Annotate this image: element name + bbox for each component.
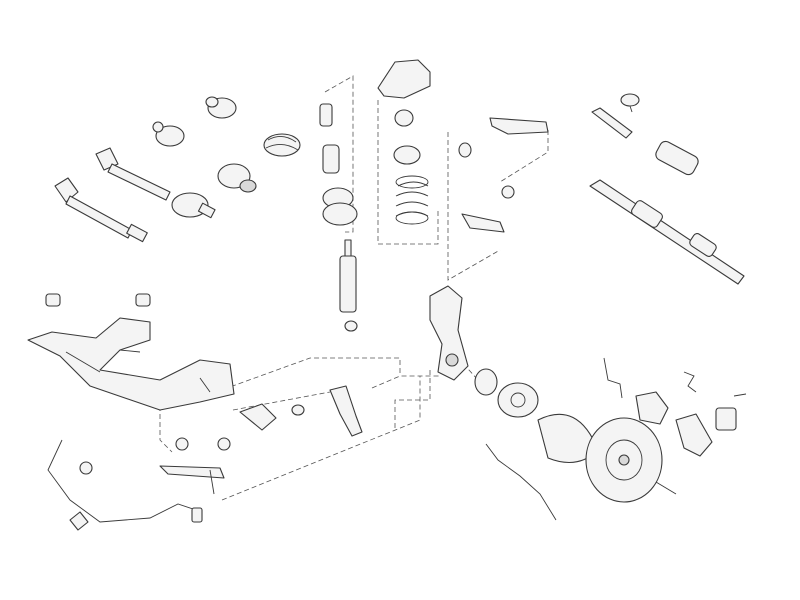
- caliper-bracket: [675, 413, 713, 457]
- cv-boot-top: [205, 96, 237, 119]
- drive-shaft-2: [95, 147, 216, 219]
- coil-spring: [395, 175, 429, 225]
- tie-rod-end: [591, 93, 640, 139]
- subframe: [27, 317, 235, 411]
- brake-pads: [715, 393, 747, 431]
- brake-disc: [585, 417, 663, 503]
- strut-column: [319, 103, 358, 332]
- strut-mount: [377, 59, 431, 165]
- cv-joint: [217, 163, 257, 193]
- assembly-leader-lines: [159, 75, 549, 501]
- upper-control-arm: [458, 117, 549, 158]
- wheel-bearing: [474, 368, 498, 396]
- subframe-bushings: [45, 293, 151, 307]
- lower-upper-arm: [461, 185, 515, 233]
- stabilizer-bar: [47, 439, 203, 531]
- control-arm-bushings: [175, 437, 231, 451]
- cv-boot-large: [263, 133, 301, 157]
- cv-boot-small: [152, 121, 185, 147]
- brake-line: [603, 357, 623, 399]
- drive-shaft-1: [54, 177, 148, 243]
- wear-sensor: [683, 371, 697, 393]
- abs-sensor-cable: [485, 443, 557, 521]
- wheel-hub: [497, 382, 539, 418]
- steering-knuckle: [429, 285, 469, 381]
- steering-rack: [589, 179, 745, 285]
- bracket-mount: [239, 403, 305, 431]
- rack-boot: [655, 140, 699, 176]
- lower-track-arm: [329, 385, 363, 437]
- wheel-bolt: [655, 481, 677, 495]
- brake-caliper: [635, 391, 669, 425]
- lower-control-arm: [159, 465, 225, 495]
